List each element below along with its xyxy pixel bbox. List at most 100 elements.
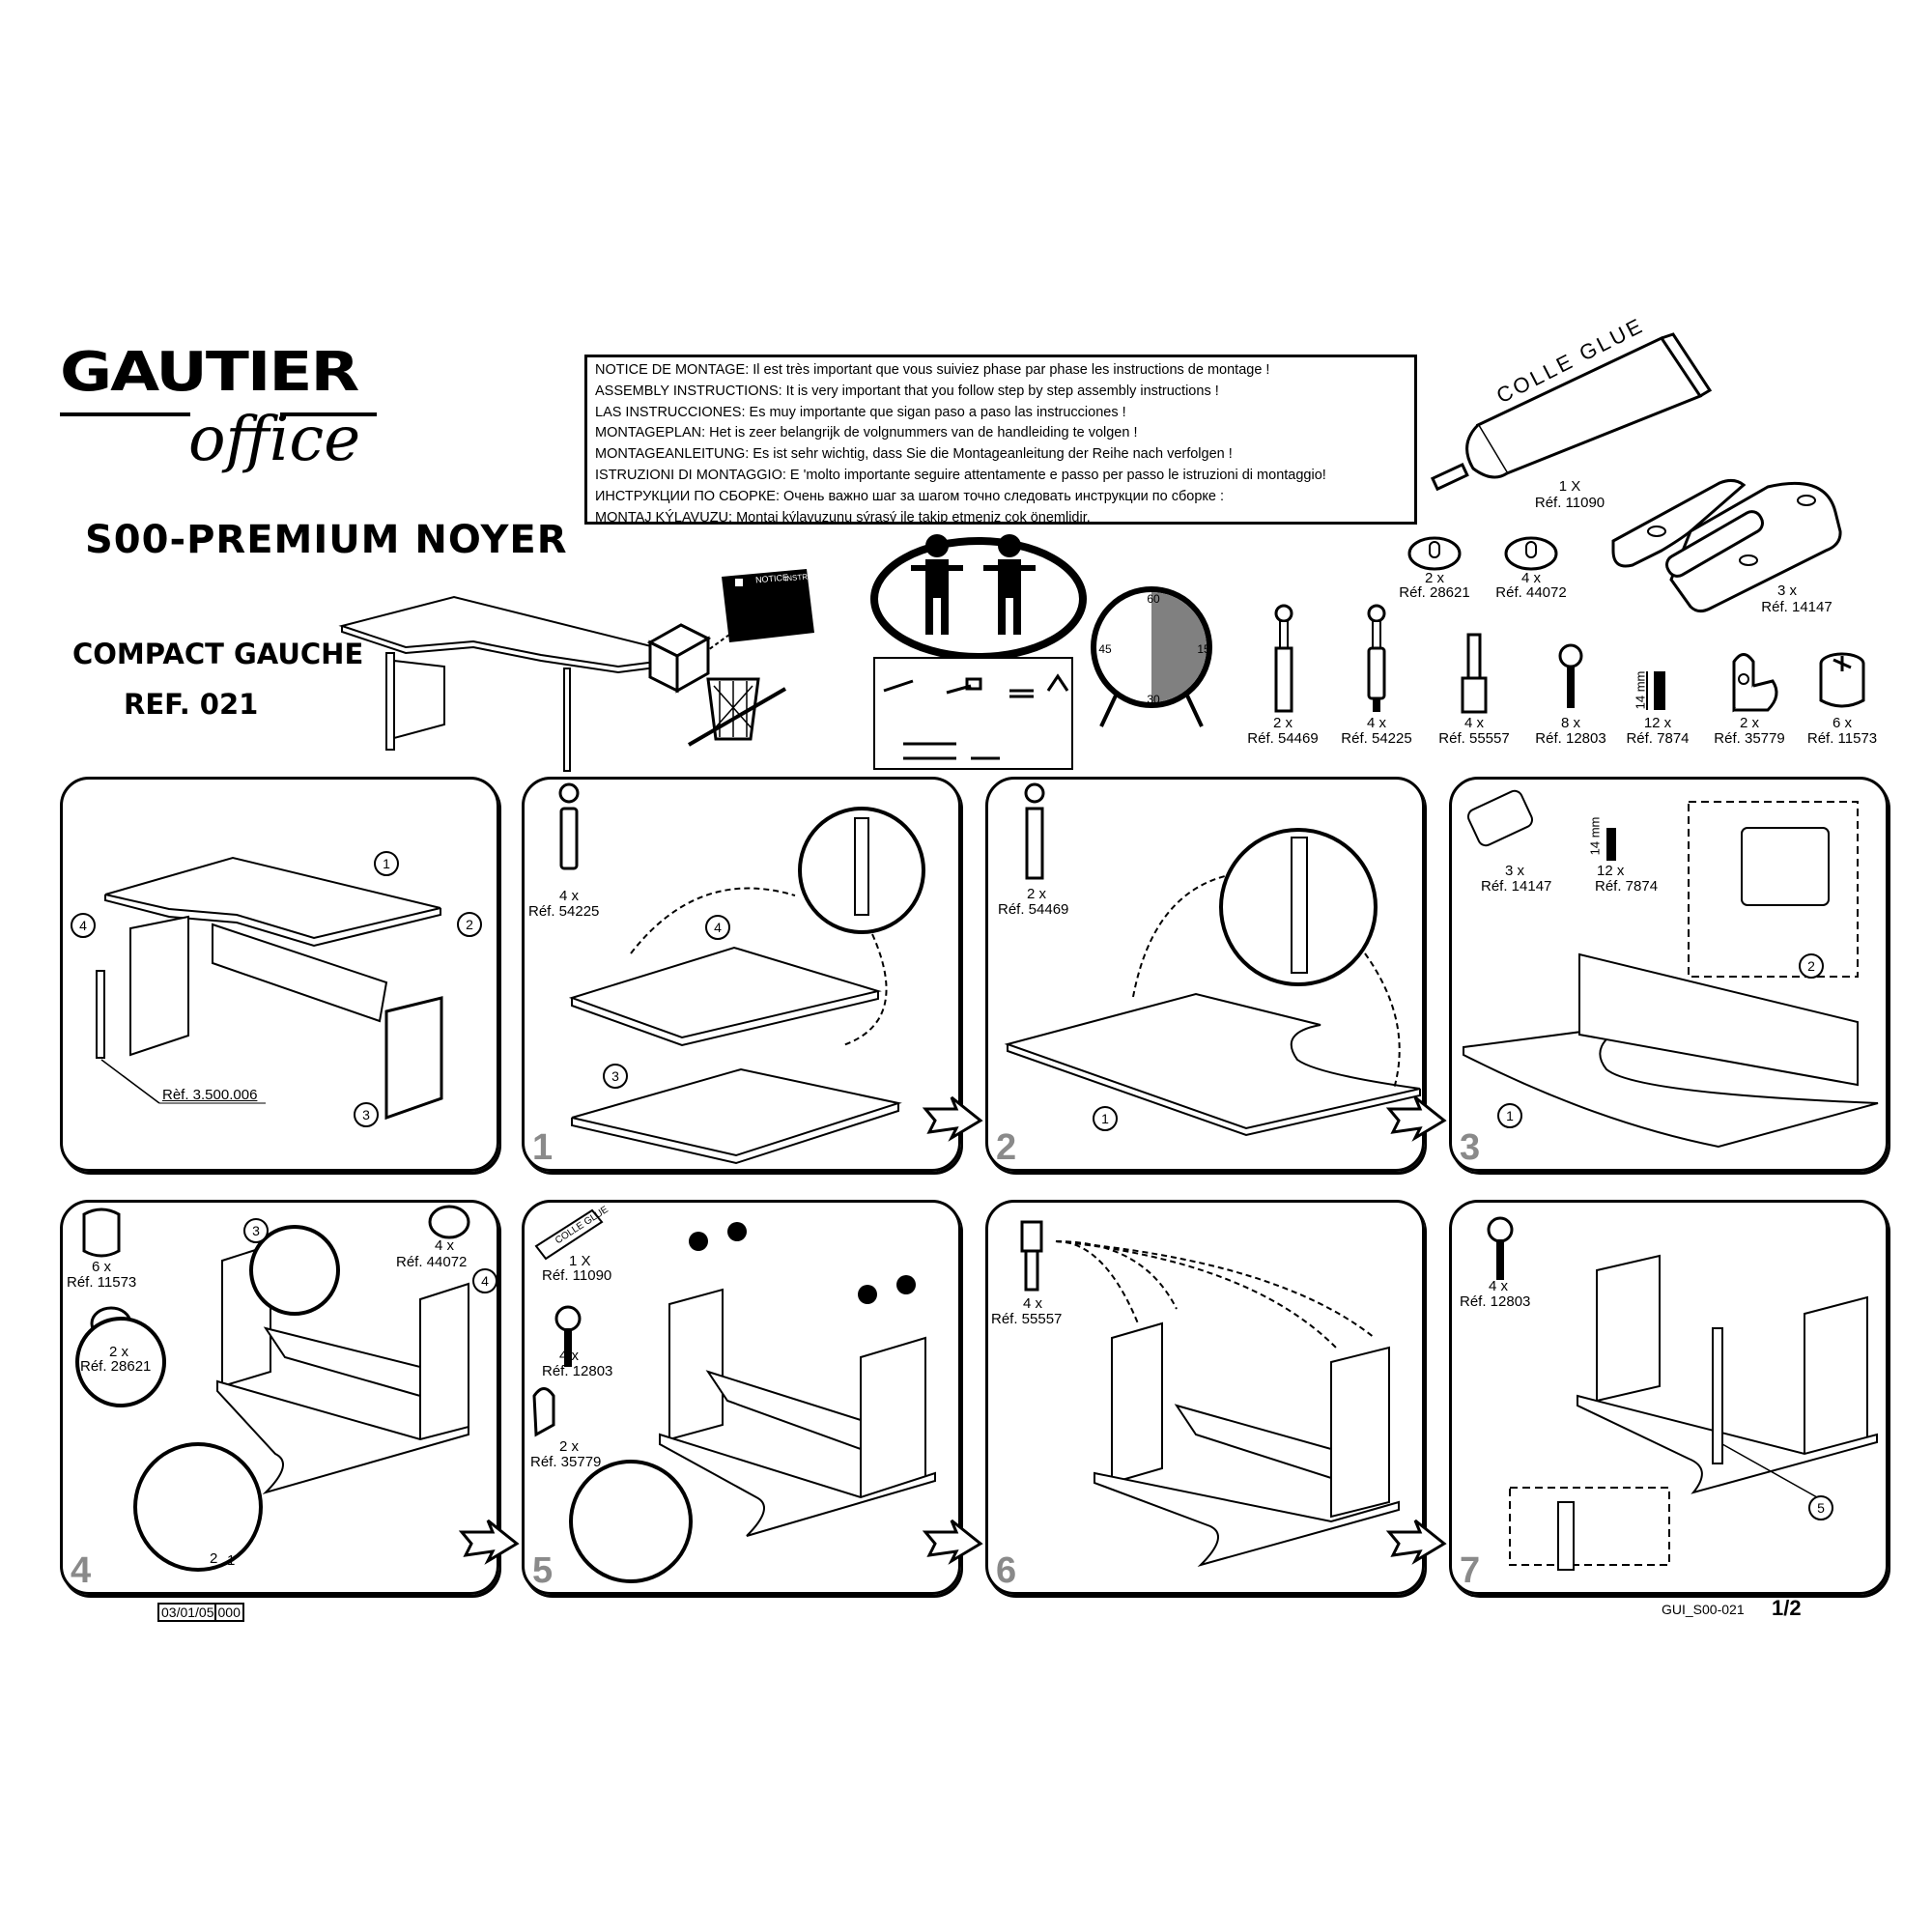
arrow-icon	[707, 634, 730, 651]
step-number: 2	[996, 1127, 1017, 1168]
cam-lock-11573-icon	[1819, 652, 1865, 708]
two-persons-tools-icon	[870, 534, 1087, 770]
panel-overview: 1 2 3 4 Rèf. 3.500.006	[60, 777, 499, 1172]
turn-order-2: 2	[210, 1550, 218, 1567]
leveler-qty: 4 x	[1023, 1295, 1043, 1312]
part-number-4: 4	[71, 913, 96, 938]
glue-qty: 1 X	[569, 1253, 591, 1269]
part-44072-ref: Réf. 44072	[1495, 584, 1567, 601]
exploded-desk-diagram	[96, 856, 443, 1121]
part-54469-qty: 2 x	[1272, 715, 1293, 731]
step-number: 4	[71, 1550, 92, 1591]
leveler-55557-icon	[1461, 633, 1488, 714]
assembly-time-clock-icon	[1091, 586, 1212, 727]
part-35779-ref: Réf. 35779	[1714, 730, 1785, 747]
step-1-diagram	[558, 782, 925, 1165]
step-4-diagram	[75, 1205, 470, 1572]
cardboard-box-icon	[646, 623, 712, 694]
screw-7874-icon	[1646, 671, 1665, 710]
revision-number: 000	[213, 1605, 241, 1620]
step-6-diagram	[1020, 1220, 1400, 1567]
page-number: 1/2	[1772, 1596, 1802, 1620]
part-55557-qty: 4 x	[1463, 715, 1484, 731]
part-54469-ref: Réf. 54469	[1247, 730, 1319, 747]
revision-date: 03/01/05	[161, 1605, 214, 1620]
clock-elapsed-fill	[1151, 592, 1207, 702]
clock-tick-45: 45	[1098, 642, 1112, 656]
notice-line-it: ISTRUZIONI DI MONTAGGIO: E 'molto import…	[595, 467, 1326, 483]
part-11573-qty: 6 x	[1832, 715, 1852, 731]
screw-size: 14 mm	[1587, 816, 1603, 856]
panel-step-5: COLLE GLUE 1 X Réf. 11090 4 x Réf. 12803…	[522, 1200, 961, 1595]
notice-line-tr: MONTAJ KÝLAVUZU: Montaj kýlavuzunu sýras…	[595, 509, 1091, 526]
step-2-diagram	[1004, 782, 1421, 1137]
disc-28621-qty: 2 x	[109, 1344, 129, 1360]
part-28621-ref: Réf. 28621	[1399, 584, 1470, 601]
step-number: 3	[1460, 1127, 1481, 1168]
part-11573-ref: Réf. 11573	[1806, 730, 1878, 747]
brand-logo: GAUTIER	[60, 340, 359, 404]
part-12803-qty: 8 x	[1560, 715, 1580, 731]
part-number-1: 1	[1497, 1103, 1522, 1128]
screw-ref: Réf. 12803	[542, 1363, 613, 1379]
step-number: 6	[996, 1550, 1017, 1591]
part-number-2: 2	[457, 912, 482, 937]
clock-tick-30: 30	[1147, 693, 1160, 706]
document-code: GUI_S00-021	[1662, 1602, 1745, 1617]
part-number-3: 3	[603, 1064, 628, 1089]
part-7874-qty: 12 x	[1643, 715, 1672, 731]
hinge-ref: Réf. 14147	[1481, 878, 1552, 895]
panel-step-4: 6 x Réf. 11573 2 x Réf. 28621 4 x Réf. 4…	[60, 1200, 499, 1595]
wastebasket-crossed-icon	[687, 677, 787, 747]
turn-order-1: 1	[227, 1552, 236, 1569]
notice-line-de: MONTAGEANLEITUNG: Es ist sehr wichtig, d…	[595, 446, 1233, 463]
person-icon	[983, 534, 1036, 635]
notice-line-en: ASSEMBLY INSTRUCTIONS: It is very import…	[595, 383, 1219, 399]
panel-step-7: 4 x Réf. 12803 5 7	[1449, 1200, 1889, 1595]
tools-box	[873, 657, 1073, 770]
disc-44072-qty: 4 x	[435, 1237, 455, 1254]
cam-disc-44072-icon	[1504, 536, 1558, 571]
leg-ref: Rèf. 3.500.006	[162, 1087, 258, 1103]
part-number-1: 1	[374, 851, 399, 876]
glue-qty: 1 X	[1558, 478, 1581, 495]
panel-step-2: 2 x Réf. 54469 1 2	[985, 777, 1425, 1172]
part-35779-qty: 2 x	[1739, 715, 1759, 731]
step-1-qty: 4 x	[559, 888, 580, 904]
logo-rule-left	[60, 412, 190, 416]
notice-sheet-icon	[722, 569, 814, 642]
two-persons-circle-icon	[870, 537, 1087, 661]
part-7874-ref: Réf. 7874	[1626, 730, 1690, 747]
panel-step-1: 4 x Réf. 54225 4 3 1	[522, 777, 961, 1172]
part-55557-ref: Réf. 55557	[1438, 730, 1510, 747]
screw-ref: Réf. 7874	[1595, 878, 1659, 895]
cam-lock-qty: 6 x	[92, 1259, 112, 1275]
part-14147-ref: Réf. 14147	[1761, 599, 1833, 615]
screw-ref: Réf. 12803	[1460, 1293, 1531, 1310]
bracket-qty: 2 x	[559, 1438, 580, 1455]
step-2-ref: Réf. 54469	[998, 901, 1069, 918]
part-44072-qty: 4 x	[1520, 570, 1541, 586]
part-number-3: 3	[354, 1102, 379, 1127]
screw-qty: 12 x	[1597, 863, 1625, 879]
cam-disc-28621-icon	[1407, 536, 1462, 571]
clock-tick-15: 15	[1197, 642, 1210, 656]
part-28621-qty: 2 x	[1424, 570, 1444, 586]
part-number-2: 2	[1799, 953, 1824, 979]
clock-tick-60: 60	[1147, 592, 1160, 606]
logo-rule-right	[280, 412, 377, 416]
person-icon	[911, 534, 963, 635]
glue-dropping-hands-icon	[689, 1222, 916, 1304]
screw-qty: 4 x	[559, 1348, 580, 1364]
assembly-notice-box: NOTICE DE MONTAGE: Il est très important…	[584, 355, 1417, 526]
step-number: 5	[532, 1550, 554, 1591]
step-5-diagram	[532, 1208, 936, 1583]
glue-ref: Réf. 11090	[1534, 495, 1605, 511]
product-model: COMPACT GAUCHE	[72, 638, 364, 670]
product-title: S00-PREMIUM NOYER	[85, 518, 568, 562]
part-12803-ref: Réf. 12803	[1535, 730, 1606, 747]
notice-line-nl: MONTAGEPLAN: Het is zeer belangrijk de v…	[595, 425, 1138, 441]
cam-lock-ref: Réf. 11573	[67, 1274, 137, 1291]
part-number-5: 5	[1808, 1495, 1833, 1520]
